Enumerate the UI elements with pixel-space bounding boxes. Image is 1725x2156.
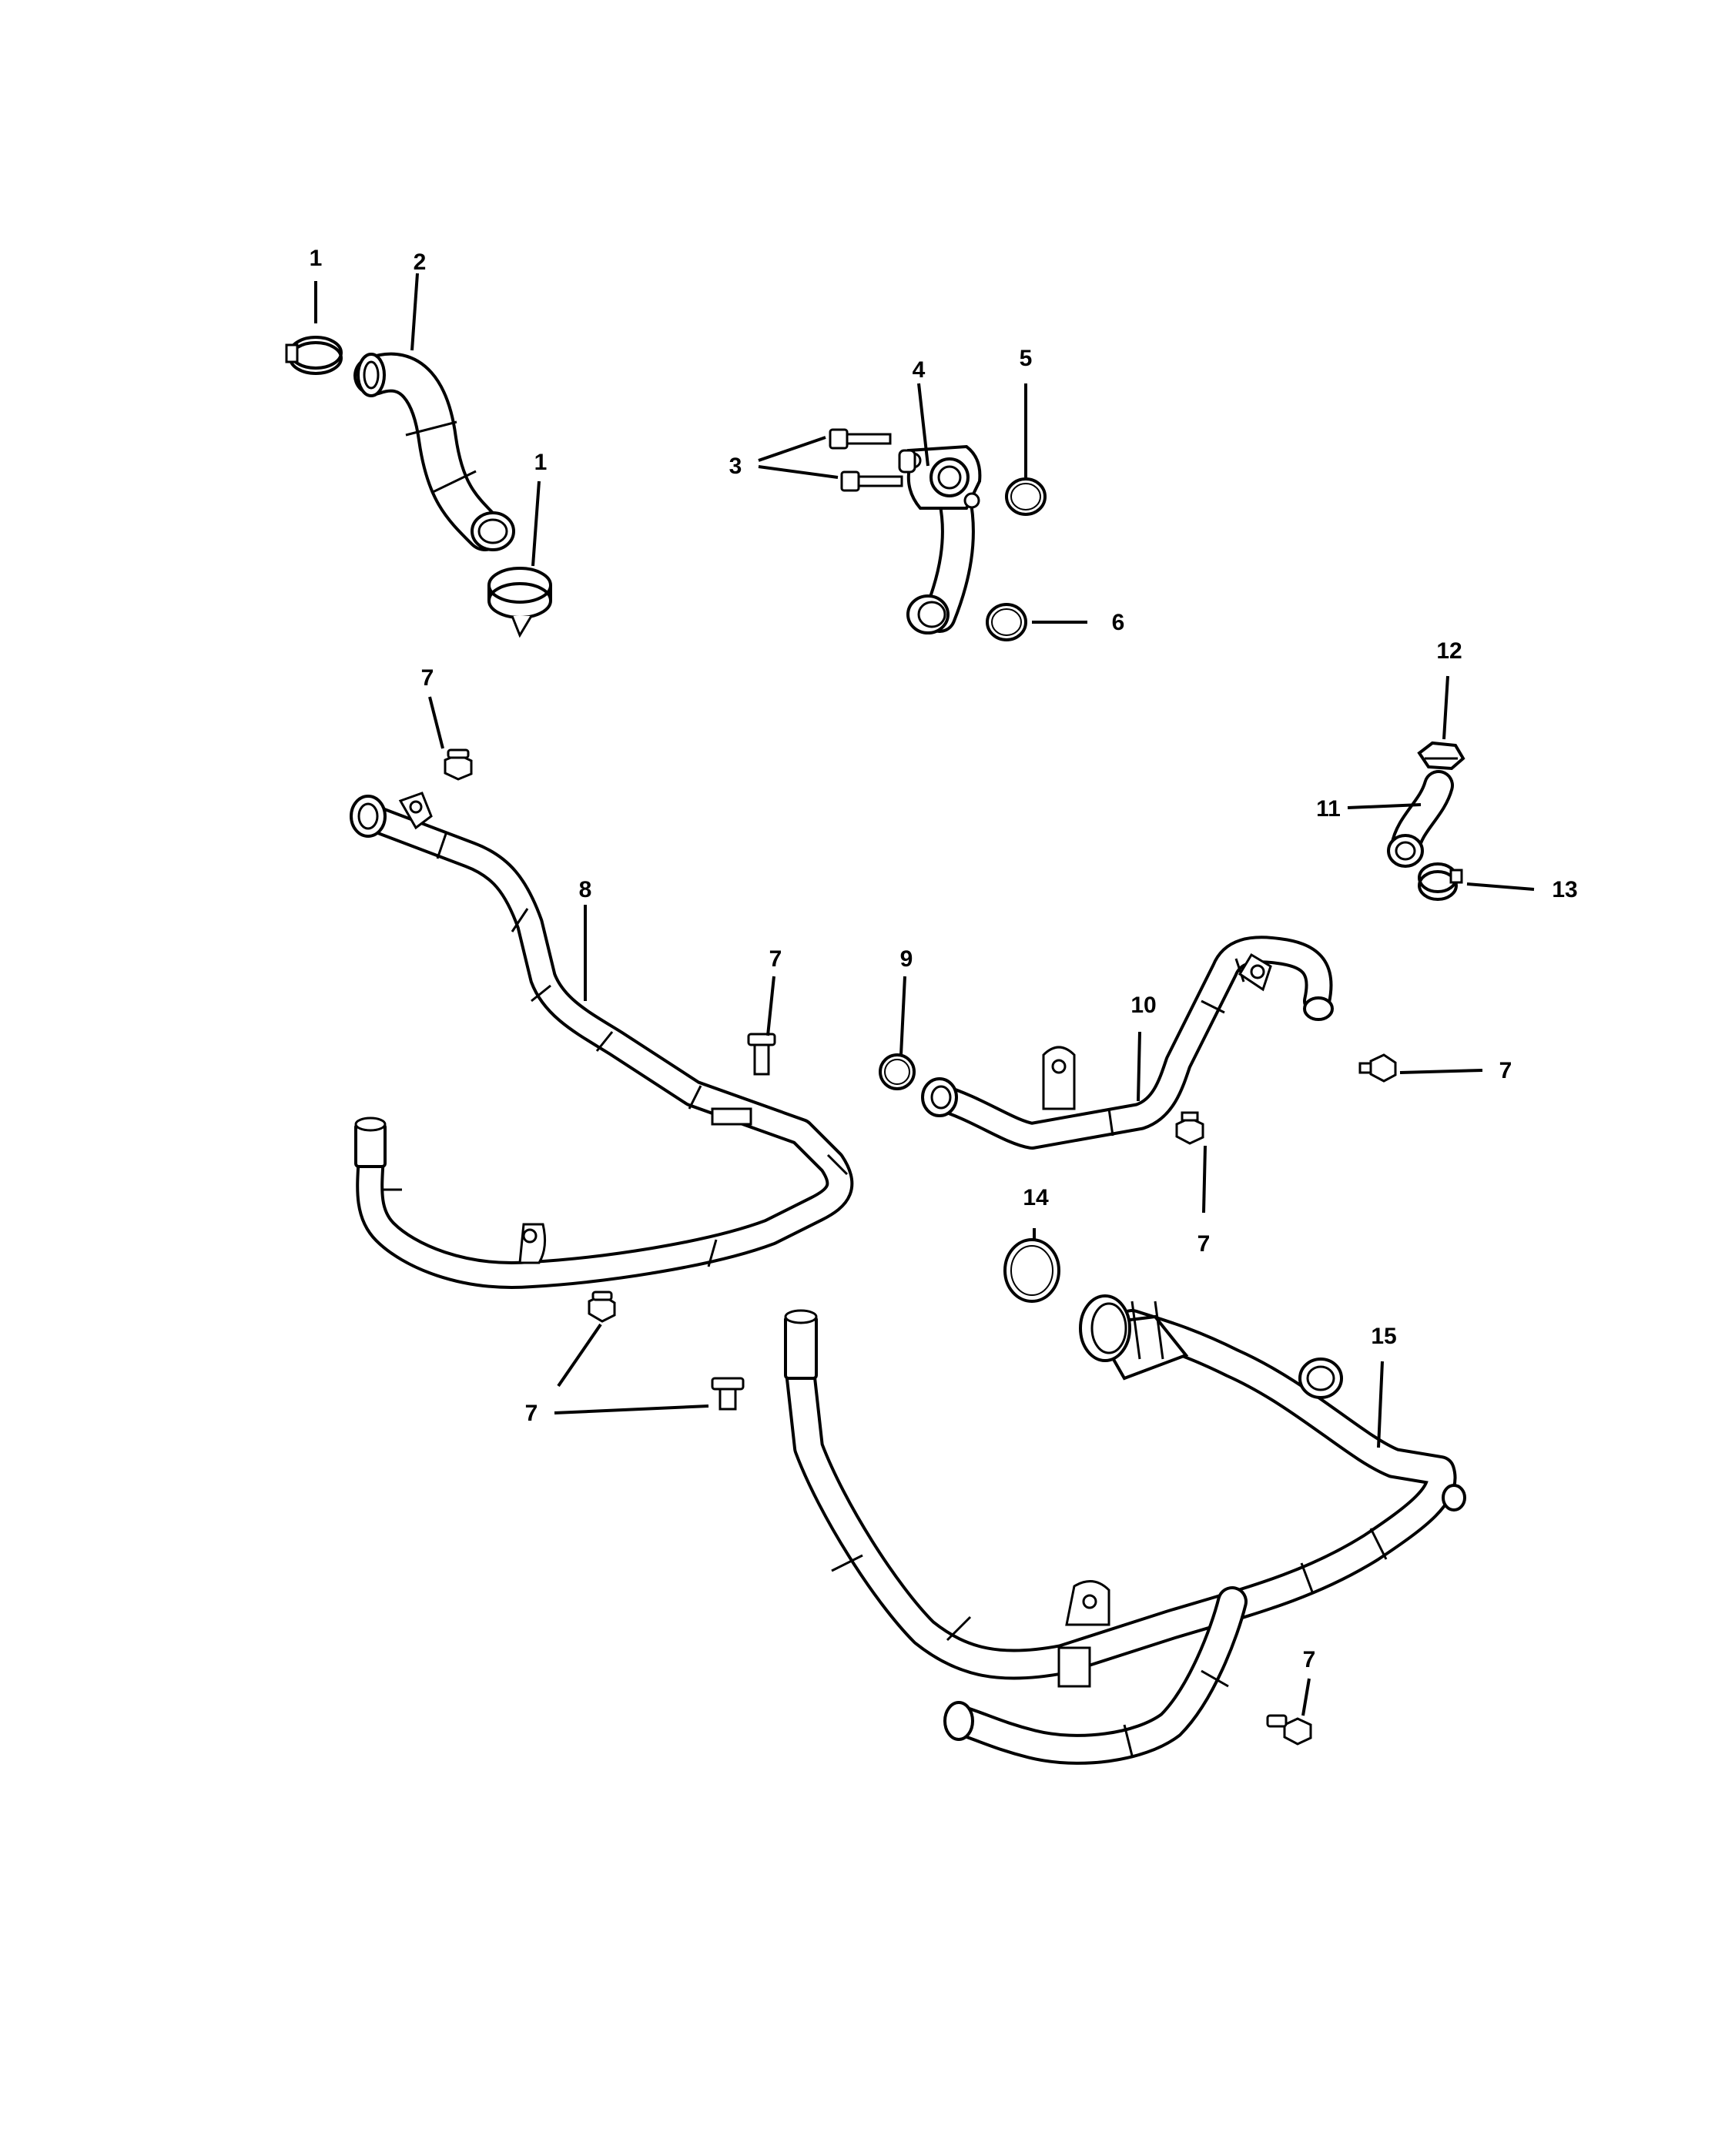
bolt-part-3-upper[interactable] — [829, 428, 892, 450]
callout-7-d: 7 — [1197, 1231, 1211, 1257]
stud-part-7-f[interactable] — [711, 1377, 745, 1411]
callout-10: 10 — [1130, 993, 1156, 1018]
clamp-part-13[interactable] — [1418, 862, 1463, 901]
callout-12: 12 — [1436, 638, 1462, 664]
callout-7-e: 7 — [525, 1401, 538, 1426]
leader-lines — [314, 273, 1535, 1716]
callout-4: 4 — [913, 357, 926, 383]
bolt-part-3-lower[interactable] — [840, 470, 903, 492]
fitting-part-11[interactable] — [1387, 770, 1454, 868]
callout-13: 13 — [1552, 877, 1577, 902]
tube-part-8[interactable] — [350, 792, 854, 1289]
adapter-part-4[interactable] — [898, 444, 982, 634]
tube-part-15[interactable] — [784, 1294, 1466, 1765]
hose-part-2[interactable] — [353, 352, 515, 551]
tube-part-10[interactable] — [921, 936, 1334, 1150]
callout-labels: 1 2 1 3 4 5 6 7 8 7 9 10 7 7 11 12 13 14… — [310, 246, 1578, 1672]
o-ring-part-5[interactable] — [1005, 477, 1047, 516]
cap-part-12[interactable] — [1417, 741, 1465, 771]
callout-7-b: 7 — [769, 946, 782, 972]
small-parts-group — [285, 336, 1465, 1746]
callout-14: 14 — [1023, 1185, 1049, 1210]
o-ring-part-6[interactable] — [986, 603, 1027, 641]
o-ring-part-14[interactable] — [1003, 1238, 1060, 1303]
bolt-part-7-c[interactable] — [1358, 1053, 1397, 1083]
callout-7-a: 7 — [421, 665, 434, 691]
callout-7-f: 7 — [1303, 1647, 1316, 1672]
bolt-part-7-g[interactable] — [1266, 1714, 1312, 1746]
bolt-part-7-d[interactable] — [1175, 1111, 1204, 1145]
tube-group — [350, 352, 1466, 1765]
callout-1-upper: 1 — [310, 246, 323, 271]
callout-15: 15 — [1371, 1324, 1396, 1349]
callout-8: 8 — [579, 877, 592, 902]
bolt-part-7-a[interactable] — [444, 748, 473, 781]
bolt-part-7-e[interactable] — [588, 1291, 616, 1323]
callout-3: 3 — [729, 454, 742, 479]
callout-1-lower: 1 — [534, 450, 548, 475]
clamp-part-1-lower[interactable] — [487, 567, 552, 638]
clamp-part-1-upper[interactable] — [285, 336, 343, 375]
callout-11: 11 — [1316, 796, 1341, 822]
callout-7-c: 7 — [1499, 1058, 1512, 1083]
callout-2: 2 — [414, 249, 427, 275]
callout-6: 6 — [1112, 610, 1125, 635]
callout-5: 5 — [1020, 346, 1033, 371]
callout-9: 9 — [900, 946, 913, 972]
o-ring-part-9[interactable] — [879, 1053, 916, 1090]
stud-part-7-b[interactable] — [747, 1033, 776, 1076]
